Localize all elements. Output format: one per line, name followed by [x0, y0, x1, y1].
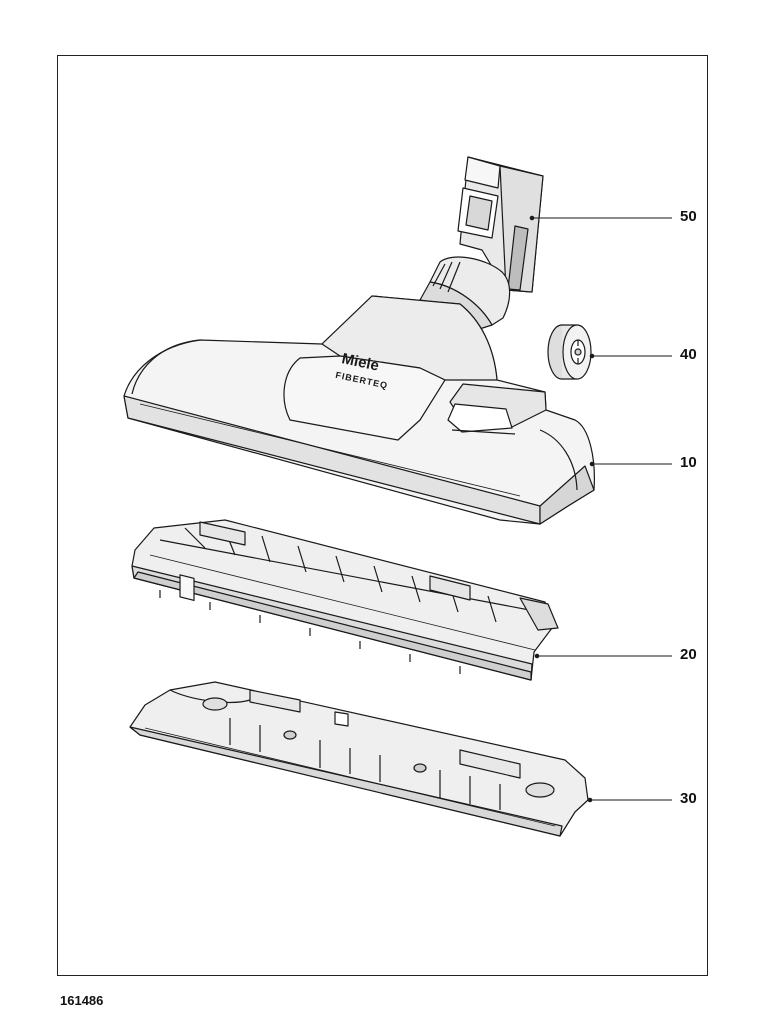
callout-label-10: 10: [680, 454, 697, 471]
callout-label-50: 50: [680, 208, 697, 225]
upper-housing-part: [123, 295, 595, 525]
leader-dot-20: [534, 653, 540, 659]
leader-dot-30: [587, 797, 593, 803]
leader-dot-10: [589, 461, 595, 467]
leader-lines: [529, 215, 672, 803]
base-plate-part: [129, 681, 589, 837]
drawing-frame: [57, 55, 708, 976]
leader-dot-50: [529, 215, 535, 221]
leader-dot-40: [589, 353, 595, 359]
callout-label-40: 40: [680, 346, 697, 363]
swivel-neck-part: [419, 156, 544, 333]
sole-plate-frame-part: [131, 519, 559, 681]
callout-label-20: 20: [680, 646, 697, 663]
wheel-part: [547, 324, 592, 380]
document-number: 161486: [60, 993, 104, 1008]
callout-label-30: 30: [680, 790, 697, 807]
